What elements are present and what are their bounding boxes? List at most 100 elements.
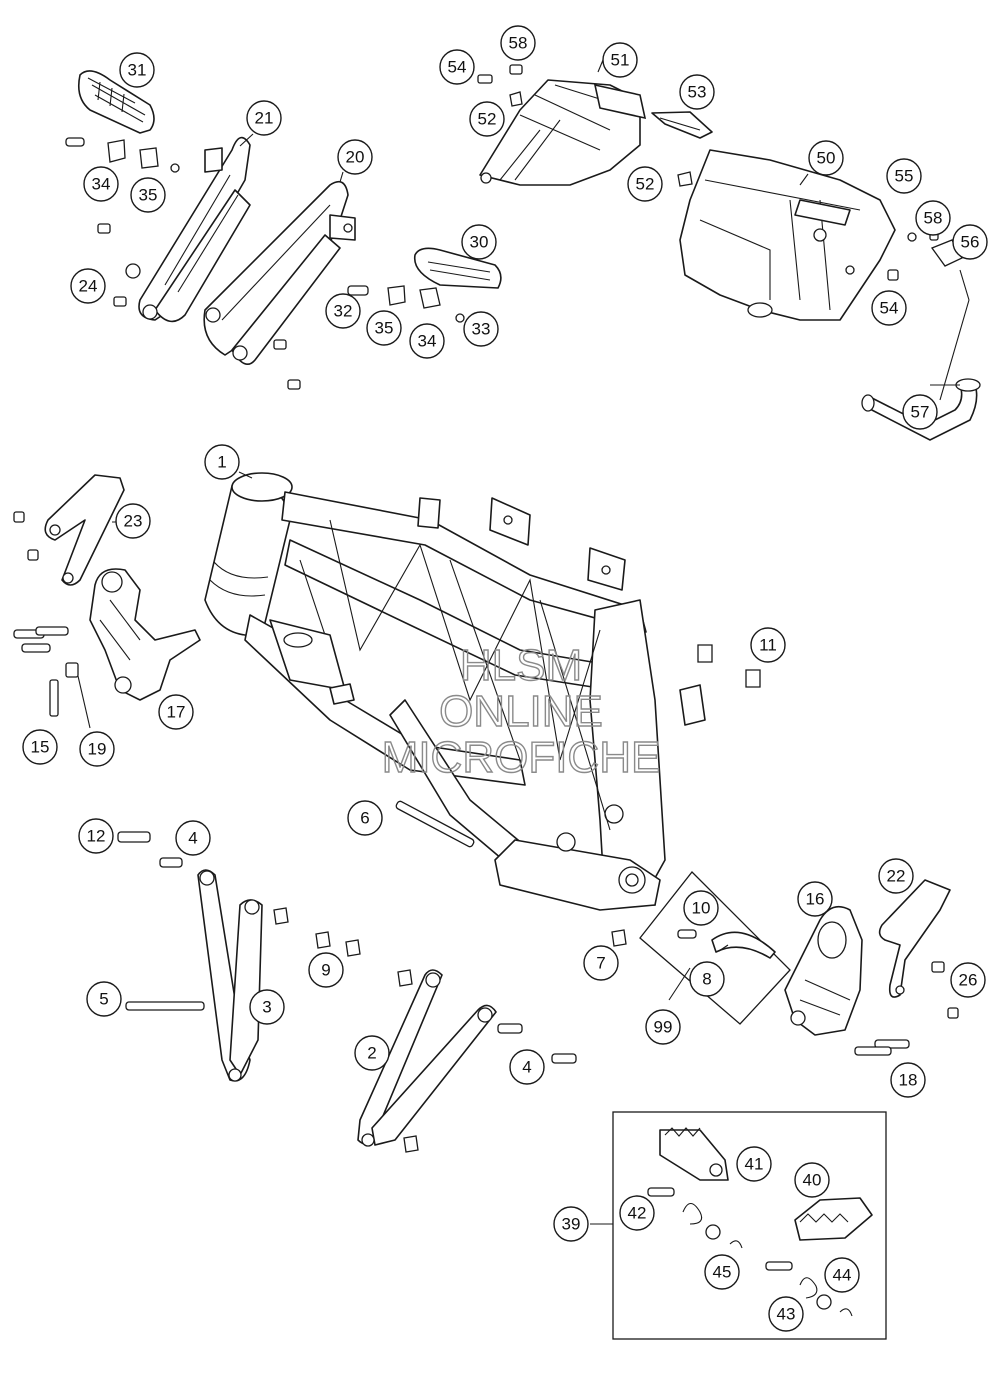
callout-label: 19 — [88, 740, 107, 759]
callout-label: 41 — [745, 1155, 764, 1174]
callout: 15 — [22, 729, 58, 765]
callout: 35 — [130, 177, 166, 213]
callout: 6 — [347, 800, 383, 836]
callout: 41 — [736, 1146, 772, 1182]
callout: 34 — [83, 166, 119, 202]
leader-lines — [77, 59, 970, 1225]
callout: 22 — [878, 858, 914, 894]
callout-label: 50 — [817, 149, 836, 168]
callout: 54 — [871, 290, 907, 326]
callout-label: 52 — [636, 175, 655, 194]
callout: 51 — [602, 42, 638, 78]
heel-guard-22-part — [878, 879, 951, 998]
callout: 3 — [249, 989, 285, 1025]
footpeg-30-part — [413, 247, 502, 289]
callout-label: 20 — [346, 148, 365, 167]
callout: 34 — [409, 323, 445, 359]
callout-label: 40 — [803, 1171, 822, 1190]
callout: 20 — [337, 139, 373, 175]
footpeg-31-part — [77, 70, 155, 134]
callout: 55 — [886, 158, 922, 194]
watermark-line-3: MICROFICHE — [382, 733, 661, 782]
heel-guard-23-part — [44, 474, 125, 586]
callout-label: 58 — [509, 34, 528, 53]
footrest-bracket-21-part — [125, 136, 251, 323]
callout: 56 — [952, 224, 988, 260]
frame-part — [204, 472, 706, 911]
callout-label: 39 — [562, 1215, 581, 1234]
callout-label: 44 — [833, 1266, 852, 1285]
callout-label: 34 — [418, 332, 437, 351]
callout: 43 — [768, 1296, 804, 1332]
callout: 99 — [645, 1009, 681, 1045]
callout-label: 52 — [478, 110, 497, 129]
callout: 45 — [704, 1254, 740, 1290]
callout: 33 — [463, 311, 499, 347]
callout: 10 — [683, 890, 719, 926]
callout-label: 23 — [124, 512, 143, 531]
callout-label: 35 — [139, 186, 158, 205]
callout: 54 — [439, 49, 475, 85]
callout-label: 57 — [911, 403, 930, 422]
callout: 8 — [689, 961, 725, 997]
footrest-support-16-part — [784, 905, 863, 1036]
callout-label: 5 — [99, 990, 108, 1009]
callout: 58 — [500, 25, 536, 61]
callout: 4 — [509, 1049, 545, 1085]
callout: 18 — [890, 1062, 926, 1098]
callout: 19 — [79, 731, 115, 767]
engine-bracket-2-part — [357, 969, 497, 1147]
callout: 24 — [70, 268, 106, 304]
callout: 1 — [204, 444, 240, 480]
callout-label: 7 — [596, 954, 605, 973]
callout: 26 — [950, 962, 986, 998]
callout: 23 — [115, 503, 151, 539]
callout: 57 — [902, 394, 938, 430]
callout: 44 — [824, 1257, 860, 1293]
callout-label: 18 — [899, 1071, 918, 1090]
callout-label: 34 — [92, 175, 111, 194]
footpeg-hardware-right — [273, 285, 465, 390]
watermark-line-1: HLSM — [460, 641, 582, 690]
callout-label: 1 — [217, 453, 226, 472]
callout-label: 2 — [367, 1044, 376, 1063]
callout: 42 — [619, 1195, 655, 1231]
callout-label: 43 — [777, 1305, 796, 1324]
callout: 58 — [915, 200, 951, 236]
footpeg-41-part — [659, 1127, 729, 1181]
callout-label: 51 — [611, 51, 630, 70]
callout: 53 — [679, 74, 715, 110]
callout: 9 — [308, 952, 344, 988]
footpeg-hardware-left — [65, 137, 180, 307]
callout: 16 — [797, 881, 833, 917]
watermark-line-2: ONLINE — [439, 687, 603, 736]
callout-label: 3 — [262, 998, 271, 1017]
callout: 21 — [246, 100, 282, 136]
callout-label: 12 — [87, 827, 106, 846]
callout-label: 58 — [924, 209, 943, 228]
callout: 17 — [158, 694, 194, 730]
callout-label: 55 — [895, 167, 914, 186]
kit-box-39 — [612, 1111, 887, 1340]
footpeg-40-part — [794, 1197, 873, 1241]
callout-label: 35 — [375, 319, 394, 338]
callout: 35 — [366, 310, 402, 346]
callout: 39 — [553, 1206, 589, 1242]
callout: 12 — [78, 818, 114, 854]
callout: 52 — [627, 166, 663, 202]
callout: 50 — [808, 140, 844, 176]
engine-bracket-3-part — [197, 869, 263, 1082]
left-support-hardware — [13, 511, 79, 717]
callout-label: 6 — [360, 809, 369, 828]
watermark: HLSM ONLINE MICROFICHE — [381, 640, 661, 782]
callout-label: 31 — [128, 61, 147, 80]
kit-box-99 — [639, 871, 791, 1025]
subframe-51-part — [479, 79, 647, 186]
callout-label: 53 — [688, 83, 707, 102]
callout: 30 — [461, 224, 497, 260]
callout-label: 17 — [167, 703, 186, 722]
callout: 11 — [750, 627, 786, 663]
callout: 32 — [325, 293, 361, 329]
callout: 31 — [119, 52, 155, 88]
